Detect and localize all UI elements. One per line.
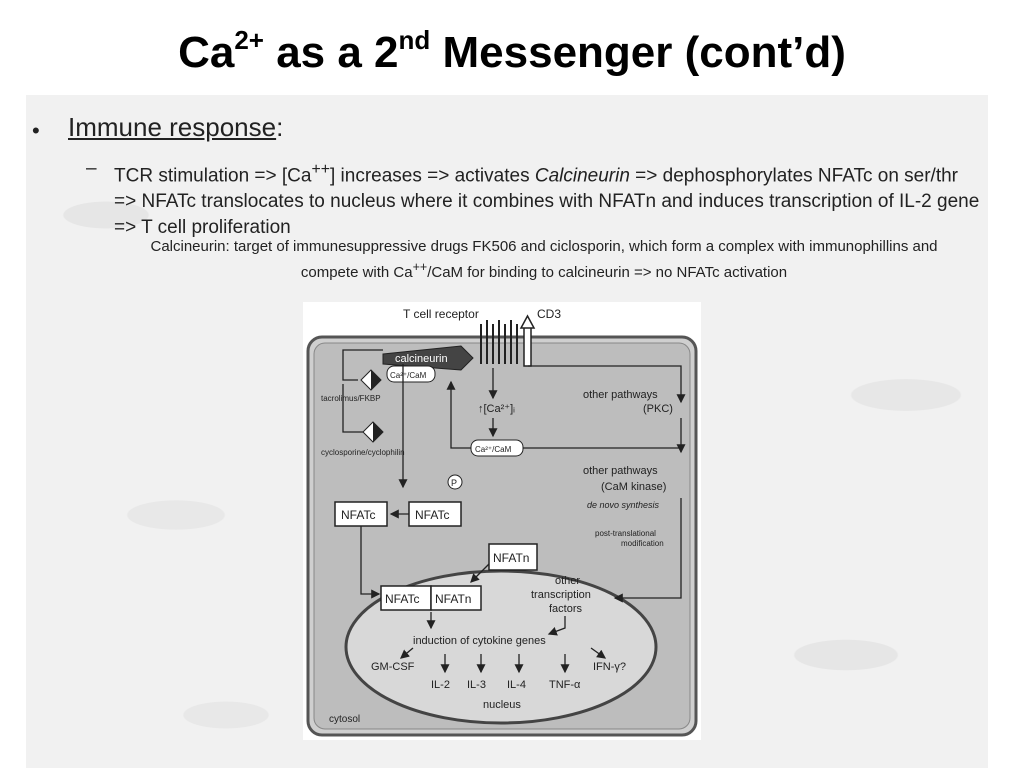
note-superscript: ++ — [412, 260, 428, 274]
cyclosporine-label: cyclosporine/cyclophilin — [321, 448, 405, 457]
tnf-label: TNF-α — [549, 679, 581, 691]
modification-label: modification — [621, 539, 664, 548]
tacrolimus-label: tacrolimus/FKBP — [321, 394, 381, 403]
phosphate-icon — [447, 474, 463, 490]
nfat-n-label: NFATn — [493, 551, 529, 565]
calcineurin-shape — [382, 345, 474, 371]
cd3-icon — [519, 314, 536, 367]
cyclosporine-inhibition-line — [342, 384, 363, 433]
calcineurin-label: calcineurin — [395, 353, 448, 365]
nfat-n-complex-label: NFATn — [435, 592, 471, 606]
camk-label: (CaM kinase) — [601, 481, 666, 493]
nfat-n-complex-box — [430, 585, 482, 611]
cam-to-calcineurin-arrow — [446, 380, 471, 449]
nfat-translocation-arrow — [360, 526, 381, 599]
ca-cam-top-label: Ca²⁺/CaM — [390, 371, 427, 380]
transcription-label: transcription — [531, 589, 591, 601]
sub-text-italic: Calcineurin — [534, 165, 630, 187]
ca-increase-label: ↑[Ca²⁺]ᵢ — [478, 403, 515, 415]
nfat-c-complex-box — [380, 585, 432, 611]
signaling-diagram-svg: T cell receptor CD3 calcineurin Ca²⁺/CaM… — [306, 307, 698, 737]
nfat-c-phospho-label: NFATc — [415, 508, 449, 522]
pkc-label: (PKC) — [643, 403, 673, 415]
post-translational-label: post-translational — [595, 529, 656, 538]
phosphate-label: P — [451, 478, 457, 488]
note-text-part: Calcineurin: target of immunesuppressive… — [150, 238, 938, 281]
sub-text-part: => dephosphorylates NFATc on ser/thr => … — [114, 165, 980, 239]
receptor-to-pkc-arrow — [528, 365, 686, 404]
tacrolimus-inhibition-line — [342, 349, 383, 381]
other-tf-label: other — [555, 575, 580, 587]
cyclosporine-diamond-icon — [362, 421, 384, 443]
slide-title: Ca2+ as a 2nd Messenger (cont’d) — [0, 25, 1024, 78]
factors-label: factors — [549, 603, 583, 615]
title-text: Ca — [178, 28, 235, 77]
bullet-marker: • — [32, 118, 40, 143]
nfat-n-box — [488, 543, 538, 571]
bullet-heading: Immune response: — [68, 112, 283, 143]
title-superscript-charge: 2+ — [234, 25, 264, 55]
cd3-label: CD3 — [537, 307, 561, 321]
sub-bullet-marker: – — [86, 158, 97, 179]
sub-text-part: TCR stimulation => [Ca — [114, 165, 312, 187]
title-superscript-ordinal: nd — [398, 25, 431, 55]
pkc-pathway-label: other pathways — [583, 389, 658, 401]
nfat-c-complex-label: NFATc — [385, 592, 419, 606]
de-novo-label: de novo synthesis — [587, 500, 660, 510]
gm-csf-label: GM-CSF — [371, 661, 415, 673]
calcineurin-note: Calcineurin: target of immunesuppressive… — [144, 237, 944, 283]
note-text-part: /CaM for binding to calcineurin => no NF… — [427, 264, 788, 281]
bullet-heading-colon: : — [276, 112, 284, 142]
ca-cam-mid-label: Ca²⁺/CaM — [475, 445, 512, 454]
nfat-c-dephospho-label: NFATc — [341, 508, 375, 522]
title-text: as a 2 — [263, 28, 399, 77]
ifn-arrow — [590, 647, 607, 659]
cytosol-label: cytosol — [329, 714, 360, 725]
bullet-heading-text: Immune response — [68, 112, 277, 142]
signaling-diagram: T cell receptor CD3 calcineurin Ca²⁺/CaM… — [303, 302, 701, 740]
ca-cam-top-box — [386, 365, 436, 383]
t-cell-receptor-icon — [480, 320, 518, 364]
nfat-c-phospho-box — [408, 501, 462, 527]
nucleus-label: nucleus — [483, 699, 521, 711]
title-text: Messenger (cont’d) — [430, 28, 846, 77]
pathways-to-tf-arrow — [613, 498, 682, 603]
sub-text-superscript: ++ — [311, 161, 330, 178]
tcell-receptor-label: T cell receptor — [403, 307, 479, 321]
il4-label: IL-4 — [507, 679, 526, 691]
il3-label: IL-3 — [467, 679, 486, 691]
induction-label: induction of cytokine genes — [413, 635, 546, 647]
sub-text-part: ] increases => activates — [329, 165, 535, 187]
sub-bullet-text: TCR stimulation => [Ca++] increases => a… — [114, 157, 984, 241]
camk-pathway-label: other pathways — [583, 465, 658, 477]
il2-label: IL-2 — [431, 679, 450, 691]
tf-to-induction-arrow — [547, 616, 566, 636]
tacrolimus-diamond-icon — [360, 369, 382, 391]
nfat-c-dephospho-box — [334, 501, 388, 527]
gm-csf-arrow — [400, 647, 414, 659]
nfat-n-to-complex-arrow — [470, 563, 490, 583]
ifn-label: IFN-γ? — [593, 661, 626, 673]
